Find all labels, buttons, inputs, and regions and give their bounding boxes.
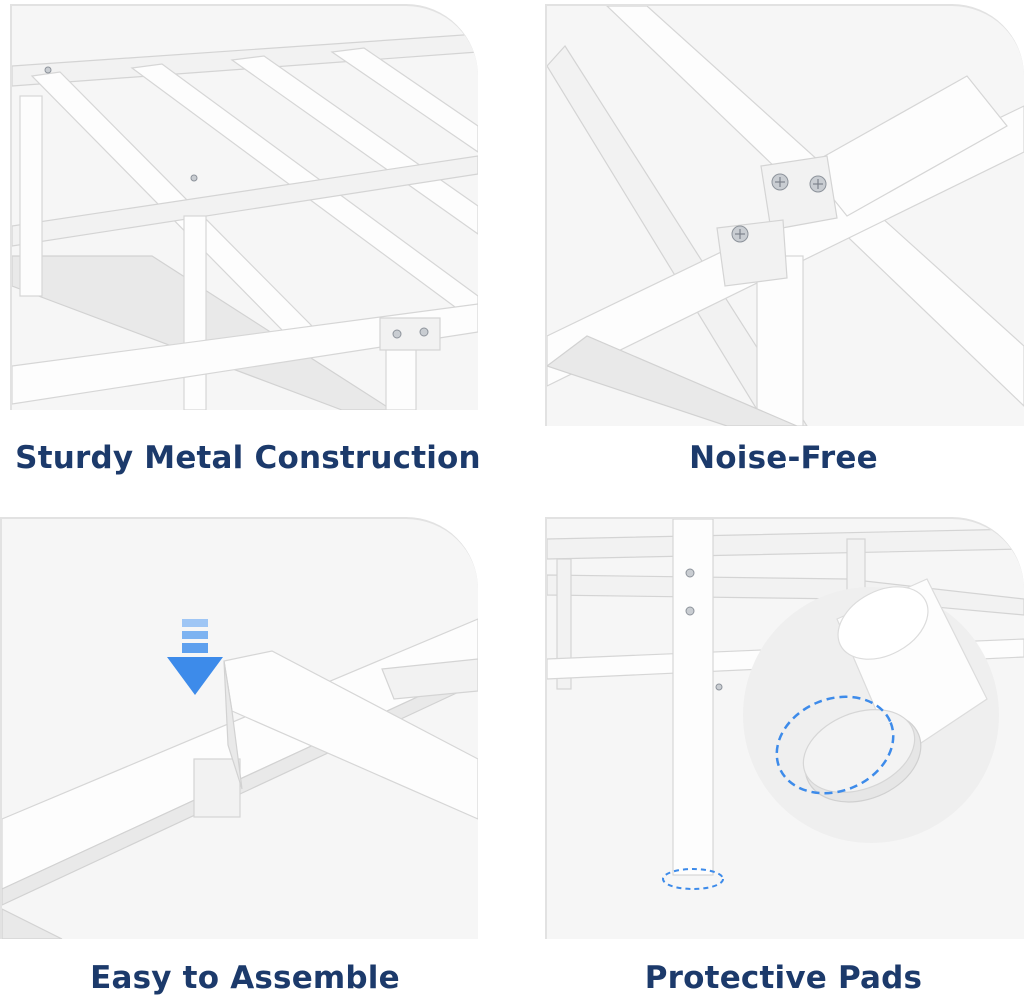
feature-caption-sturdy: Sturdy Metal Construction [15,440,481,476]
leg-pad-closeup [775,578,988,803]
feature-caption-easy-assemble: Easy to Assemble [90,960,400,996]
feature-image-noise-free [545,4,1024,426]
bed-frame-slats-illustration [12,33,478,410]
arrow-down-icon [167,619,223,695]
crossbar-joint-illustration [547,6,1024,426]
leg-pad-illustration [547,519,1024,890]
feature-caption-protective-pads: Protective Pads [644,960,923,996]
feature-image-protective-pads [545,517,1024,939]
feature-image-sturdy-frame [10,4,478,410]
feature-image-easy-assemble [0,517,478,939]
slat-insertion-illustration [2,618,478,939]
feature-caption-noise-free: Noise-Free [689,440,878,476]
pad-outline-small [662,868,724,890]
